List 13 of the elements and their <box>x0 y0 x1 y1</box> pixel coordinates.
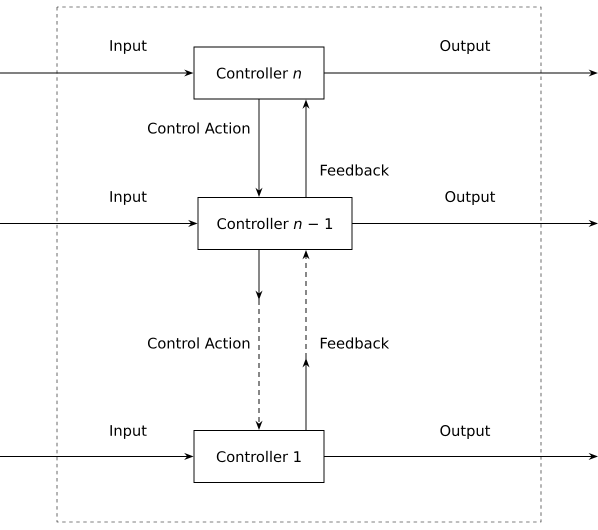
edge-label: Output <box>438 424 492 440</box>
edge-label: Input <box>108 38 148 56</box>
controller-box: Controller n <box>194 46 324 100</box>
edge-label: Input <box>108 424 148 440</box>
controller-box: Controller 1 <box>194 430 324 483</box>
edge-label: Feedback <box>318 336 390 350</box>
edge-label: Control Action <box>146 121 252 135</box>
edge-label: Feedback <box>318 163 390 177</box>
edge-label: Output <box>443 190 497 206</box>
controller-box: Controller n − 1 <box>198 197 352 250</box>
edge-label: Control Action <box>146 336 252 350</box>
edge-label: Input <box>108 190 148 206</box>
edge-label: Output <box>438 38 492 56</box>
